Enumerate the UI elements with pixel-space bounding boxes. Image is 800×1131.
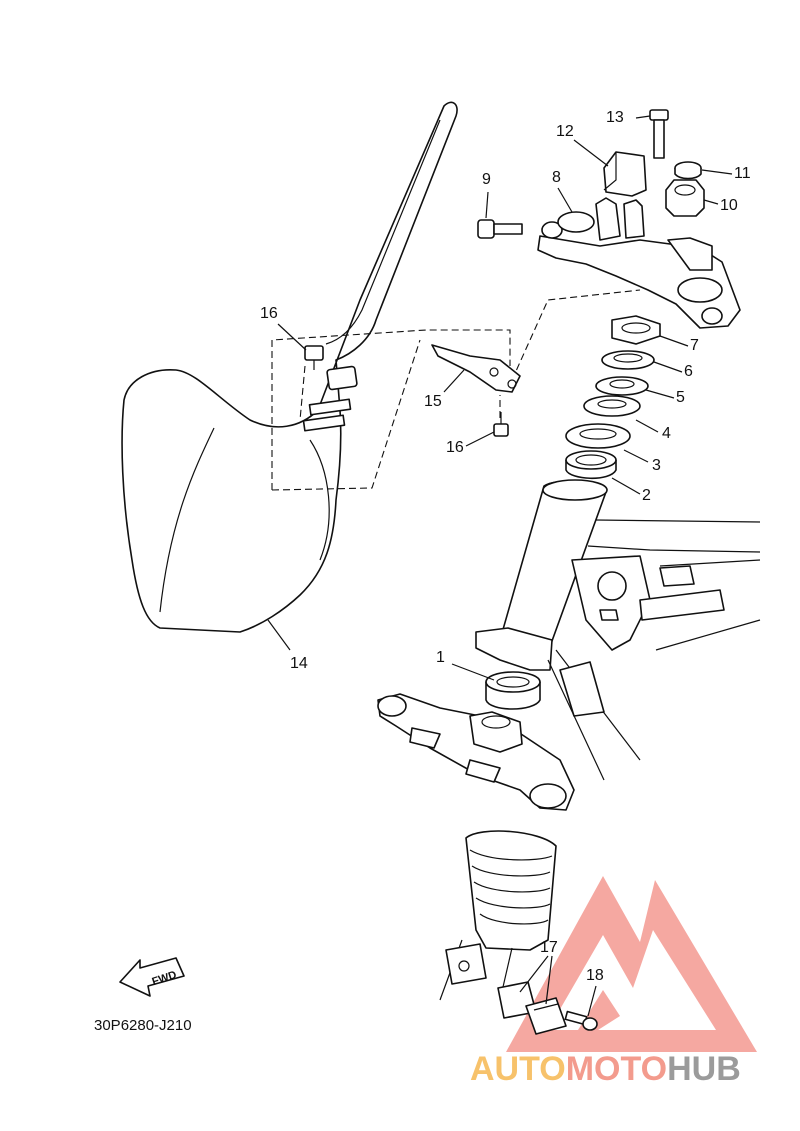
washer-7-part	[611, 315, 661, 345]
bearing-2-part	[565, 450, 617, 480]
callout-7: 7	[690, 337, 699, 354]
bracket-part	[431, 344, 521, 393]
bolt-18-part	[564, 1010, 598, 1031]
callout-16-upper: 16	[260, 305, 278, 322]
frame-part	[475, 479, 761, 781]
callout-4: 4	[662, 425, 671, 442]
callout-13: 13	[606, 109, 624, 126]
front-fork-part	[439, 830, 557, 1001]
callout-11: 11	[734, 165, 751, 182]
callout-3: 3	[652, 457, 661, 474]
callout-18: 18	[586, 967, 604, 984]
bolt-13-part	[649, 109, 669, 159]
under-bracket-part	[377, 693, 575, 811]
watermark-auto: AUTO	[470, 1050, 566, 1088]
callout-15: 15	[424, 393, 442, 410]
callout-5: 5	[676, 389, 685, 406]
assembly-guide-lines	[271, 289, 641, 491]
watermark-moto: MOTO	[566, 1050, 667, 1088]
fwd-arrow-icon: FWD	[119, 957, 185, 997]
callout-12: 12	[556, 123, 574, 140]
diagram-code: 30P6280-J210	[94, 1017, 192, 1034]
bolt-16-upper-part	[304, 345, 324, 370]
cap-11-part	[674, 161, 702, 180]
callout-17: 17	[540, 939, 558, 956]
callout-1: 1	[436, 649, 445, 666]
bolt-9-part	[477, 219, 523, 239]
callout-2: 2	[642, 487, 651, 504]
ring-nut-4-part	[583, 395, 641, 417]
nut-10-part	[665, 179, 705, 217]
watermark-text: AUTOMOTOHUB	[470, 1050, 741, 1088]
callout-14: 14	[290, 655, 308, 672]
callout-9: 9	[482, 171, 491, 188]
callout-6: 6	[684, 363, 693, 380]
callout-10: 10	[720, 197, 738, 214]
watermark-hub: HUB	[667, 1050, 741, 1088]
bolt-16-lower-part	[493, 412, 509, 437]
washer-5-part	[595, 376, 649, 396]
upper-bracket-part	[537, 197, 741, 329]
callout-8: 8	[552, 169, 561, 186]
callout-labels: 1 2 3 4 5 6 7 8 9 10 11 12 13 14 15 16 1…	[260, 109, 751, 984]
cover-3-part	[565, 423, 631, 449]
bearing-1-part	[485, 671, 541, 710]
callout-16-lower: 16	[446, 439, 464, 456]
number-plate-part	[121, 101, 458, 633]
handlebar-holder-part	[603, 151, 647, 197]
ring-nut-6-part	[601, 350, 655, 370]
leader-lines	[267, 115, 733, 1017]
svg-text:AUTOMOTOHUB: AUTOMOTOHUB	[470, 1050, 741, 1088]
